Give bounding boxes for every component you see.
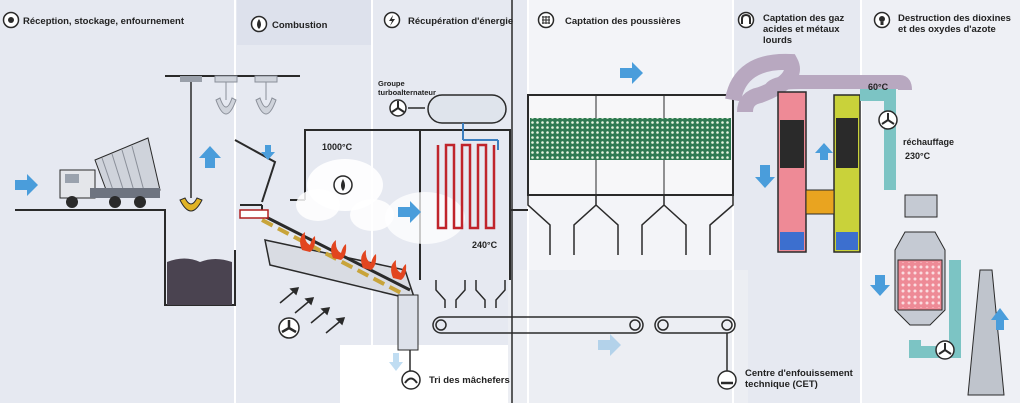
turbo-label: Groupe turboalternateur bbox=[378, 79, 436, 97]
lightning-icon bbox=[383, 11, 401, 29]
dust-filter bbox=[510, 94, 734, 255]
waste-pit bbox=[15, 209, 236, 306]
top-temperature: 60°C bbox=[868, 82, 889, 92]
tri-icon bbox=[401, 370, 421, 390]
crane bbox=[165, 75, 300, 212]
turbine-icon bbox=[389, 99, 407, 117]
section-label-dioxins: Destruction des dioxines et des oxydes d… bbox=[898, 13, 1011, 35]
furnace bbox=[234, 129, 465, 351]
boiler-temperature: 240°C bbox=[472, 240, 498, 250]
reheat-label: réchauffage bbox=[903, 137, 955, 147]
section-label-gas: Captation des gaz acides et métaux lourd… bbox=[763, 13, 845, 46]
dump-truck bbox=[59, 137, 161, 208]
furnace-temperature: 1000°C bbox=[322, 142, 353, 152]
section-label-reception: Réception, stockage, enfournement bbox=[23, 16, 185, 27]
section-label-combustion: Combustion bbox=[272, 20, 328, 31]
section-label-energy: Récupération d'énergie bbox=[408, 16, 514, 27]
section-label-dust: Captation des poussières bbox=[565, 16, 681, 27]
reheat-temperature: 230°C bbox=[905, 151, 931, 161]
gas-scrubbers bbox=[725, 53, 912, 253]
conveyors bbox=[409, 316, 736, 372]
fan-icon-top bbox=[878, 110, 898, 130]
flow-arrows bbox=[15, 62, 1009, 371]
denox-reactor bbox=[860, 89, 1005, 396]
cet-icon bbox=[717, 370, 737, 390]
tri-label: Tri des mâchefers bbox=[429, 375, 510, 386]
flame-icon bbox=[250, 15, 268, 33]
fan-icon bbox=[278, 317, 300, 339]
boiler bbox=[408, 94, 511, 308]
cet-label: Centre d'enfouissement technique (CET) bbox=[745, 368, 853, 390]
bulb-icon bbox=[873, 11, 891, 29]
magnet-icon bbox=[737, 11, 755, 29]
target-icon bbox=[2, 11, 20, 29]
grid-icon bbox=[537, 11, 555, 29]
fan-icon-bottom bbox=[935, 340, 955, 360]
air-arrows bbox=[279, 287, 346, 334]
flame-marks bbox=[300, 232, 407, 280]
